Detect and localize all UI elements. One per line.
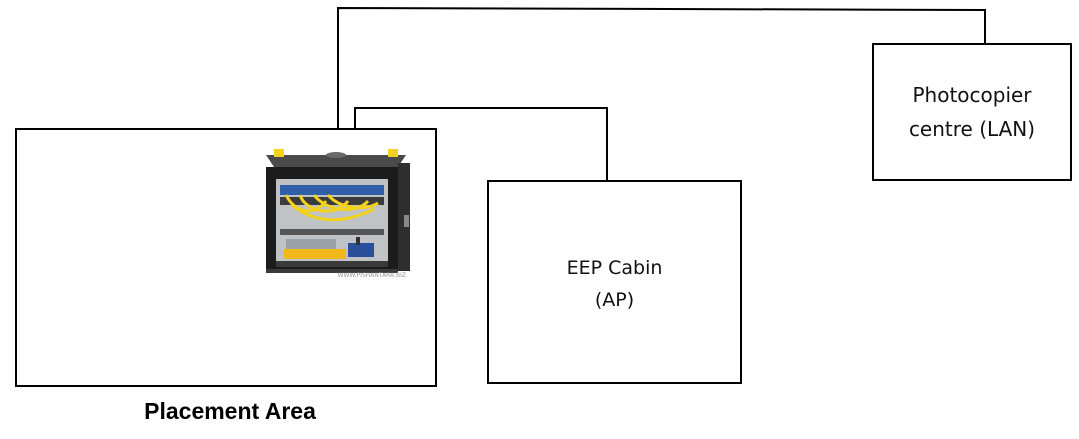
photocopier-label: Photocopier centre (LAN) <box>872 78 1072 146</box>
rack-watermark: WWW.PISHANTARA.BIZ <box>338 272 406 279</box>
eep-cabin-label: EEP Cabin (AP) <box>487 252 742 316</box>
edge-placement-to-photocopier <box>337 6 986 140</box>
network-rack-icon: WWW.PISHANTARA.BIZ <box>256 145 416 280</box>
placement-area-caption: Placement Area <box>144 398 316 424</box>
eep-cabin-label-line2: (AP) <box>594 289 635 311</box>
photocopier-label-line1: Photocopier <box>912 83 1032 107</box>
photocopier-label-line2: centre (LAN) <box>908 117 1036 141</box>
eep-cabin-label-line1: EEP Cabin <box>566 257 663 279</box>
photocopier-box <box>872 43 1072 181</box>
edge-placement-to-eep-cabin <box>354 107 608 180</box>
eep-cabin-box <box>487 180 742 384</box>
